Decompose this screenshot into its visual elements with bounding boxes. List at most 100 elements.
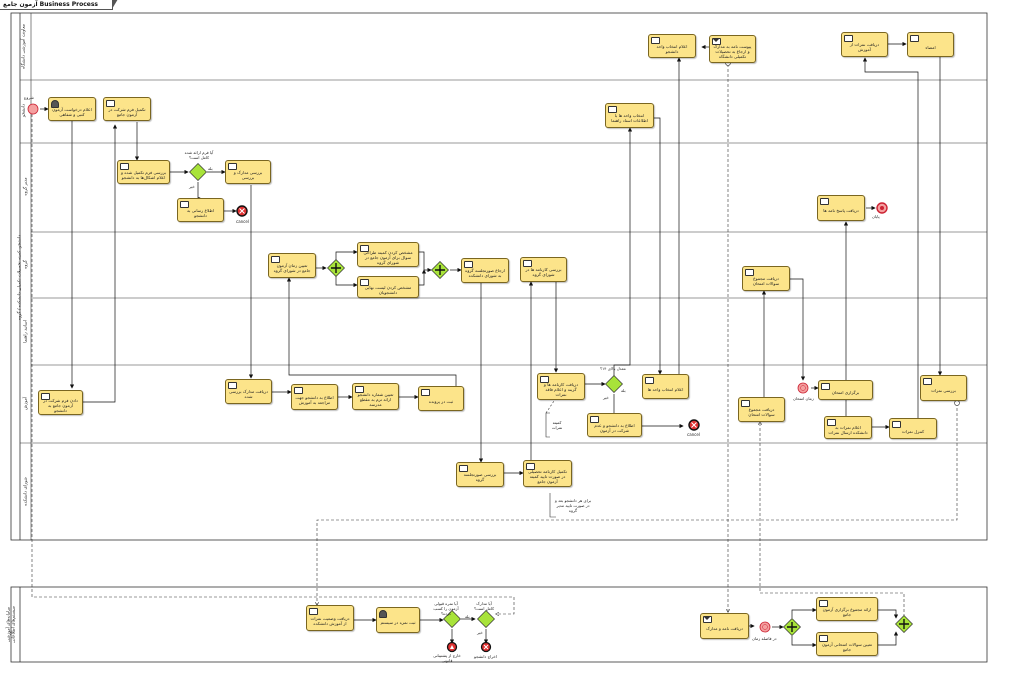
task-manager-docs[interactable]: بررسی مدارک و بررسی	[225, 160, 271, 184]
gateway-parallel-split	[327, 259, 345, 277]
task-label: تکمیل کارنامه تحصیلی در صورت تایید کمیته…	[528, 468, 567, 484]
gateway-yes-2: بله	[621, 388, 626, 393]
task-label: اطلاع رسانی به دانشجو	[186, 207, 215, 218]
task-sys-letter[interactable]: دریافت نامه و مدارک	[700, 613, 749, 639]
task-edu-questions[interactable]: دریافت مجموع سوالات امتحان	[738, 397, 785, 422]
task-select-units[interactable]: انتخاب واحد ها با اطلاعات استاد راهنما	[605, 103, 654, 128]
task-group-meeting[interactable]: بررسی کارنامه ها در شورای گروه	[520, 257, 567, 282]
task-label: بررسی صورتجلسه گروه	[463, 472, 497, 482]
task-edu-give-form[interactable]: دادن فرم شرکت در آزمون جامع به دانشجو	[38, 390, 83, 415]
task-sys-prepare[interactable]: ارائه مجموع برگزاری آزمون جامع	[816, 597, 878, 621]
annotations	[545, 397, 557, 518]
gateway-sys-docs	[477, 610, 495, 628]
sys-end-event-2	[480, 641, 492, 653]
task-label: بررسی مدارک و بررسی	[233, 169, 263, 180]
task-edu-record[interactable]: ثبت در پرونده	[418, 386, 464, 411]
cancel-label-2: cancel	[687, 432, 700, 437]
annotation-1: کمیته نمرات	[551, 420, 563, 430]
task-icon	[820, 198, 829, 205]
gateway-no-1: خیر	[189, 184, 195, 189]
gateway-sys-split	[783, 618, 801, 636]
task-edu-grade-send[interactable]: اعلام نمرات به دانشکده ارسال نمرات	[824, 416, 872, 439]
task-icon	[892, 421, 901, 428]
task-label: تعیین شماره دانشجو ارائه ترم به مقطع مدر…	[357, 391, 394, 407]
task-label: دریافت پاسخ نامه ها	[823, 208, 859, 213]
task-confirm-units[interactable]: اعلام انتخاب واحد دانشجو	[648, 34, 696, 58]
task-send-council[interactable]: ارجاع صورتجلسه گروه به شورای دانشکده	[461, 258, 509, 283]
task-icon	[819, 600, 828, 607]
task-icon	[523, 260, 532, 267]
task-council-approve[interactable]: تکمیل کارنامه تحصیلی در صورت تایید کمیته…	[523, 460, 572, 487]
task-icon	[590, 416, 599, 423]
sys-gateway-question-1: آیا نمره قبولی آزمون را کسب کرده؟	[433, 601, 459, 616]
task-label: اطلاع به دانشجو و عدم شرکت در آزمون	[594, 422, 635, 433]
task-edu-notify[interactable]: اطلاع به دانشجو جهت مراجعه به آموزش	[291, 384, 338, 410]
task-icon	[360, 279, 369, 286]
task-questions[interactable]: مشخص کردن کمیته طراحی سوال برای آزمون جا…	[357, 242, 419, 267]
task-icon	[651, 37, 660, 44]
task-schedule[interactable]: تعیین زمان آزمون جامع در شورای گروه	[268, 253, 316, 278]
user-icon	[51, 100, 59, 108]
task-label: کنترل نمرات	[901, 428, 925, 434]
message-boundary-2	[954, 400, 960, 406]
task-sign[interactable]: امضاء	[907, 32, 954, 57]
task-icon	[608, 106, 617, 113]
task-label: دریافت مجموع سوالات امتحان	[748, 407, 775, 417]
task-receive-replies[interactable]: دریافت پاسخ نامه ها	[817, 195, 865, 221]
lane-label-4: گروه	[23, 260, 29, 269]
task-icon	[355, 386, 364, 393]
task-edu-grades[interactable]: دریافت کارنامه ها و گزینه و اعلام فاقد ن…	[537, 373, 585, 400]
sequence-flows	[40, 41, 943, 648]
task-sys-questions[interactable]: تعیین سوالات امتحانی آزمون جامع	[816, 632, 878, 656]
task-edu-notice[interactable]: اطلاع به دانشجو و عدم شرکت در آزمون	[587, 413, 642, 437]
task-manager-review[interactable]: بررسی فرم تکمیل شده و اعلام اشکال‌ها به …	[117, 160, 170, 184]
gateway-question-2: معدل بالای ۱۴؟	[600, 366, 626, 371]
task-label: اعلام نمرات به دانشکده ارسال نمرات	[828, 425, 868, 435]
task-icon	[271, 256, 280, 263]
task-edu-docs[interactable]: دریافت مدارک بررسی شده	[225, 379, 272, 404]
task-edu-number[interactable]: تعیین شماره دانشجو ارائه ترم به مقطع مدر…	[352, 383, 399, 410]
task-label: اعلام انتخاب واحد ها	[647, 386, 684, 392]
task-edu-exam[interactable]: برگزاری امتحان	[818, 380, 873, 400]
task-label: دریافت مدارک بررسی شده	[229, 389, 268, 399]
task-label: بررسی نمرات	[931, 388, 956, 393]
task-label: پیوست نامه به مدارک و ارجاع به تحصیلات ت…	[713, 44, 752, 59]
task-edu-card[interactable]: اعلام انتخاب واحد ها	[642, 374, 689, 399]
task-label: اطلاع به دانشجو جهت مراجعه به آموزش	[295, 394, 334, 405]
task-edu-control[interactable]: کنترل نمرات	[889, 418, 937, 439]
lane-label-2: دانشجو	[21, 103, 27, 118]
cancel-label-1: cancel	[236, 219, 249, 224]
gateway-question-1: آیا فرم ارائه شده کامل است؟	[184, 150, 214, 160]
timer-label-1: زمان امتحان	[793, 396, 814, 401]
task-icon	[41, 393, 50, 400]
task-council-review[interactable]: بررسی صورتجلسه گروه	[456, 462, 504, 487]
task-icon	[844, 35, 853, 42]
annotation-2: برای هر دانشجو بعد و در صورت تایید مدیر …	[554, 498, 592, 513]
task-label: دریافت کارنامه ها و گزینه و اعلام فاقد ن…	[543, 381, 579, 397]
start-event	[27, 103, 39, 115]
task-reject-student[interactable]: اطلاع رسانی به دانشجو	[177, 198, 224, 222]
task-examiners[interactable]: مشخص کردن لیست نهایی دانشجویان	[357, 276, 419, 298]
task-icon	[540, 376, 549, 383]
task-get-results[interactable]: دریافت نمرات از آموزش	[841, 32, 888, 57]
timer-event-exam	[797, 382, 809, 394]
mail-icon	[703, 616, 712, 623]
task-icon	[745, 269, 754, 276]
task-label: ارائه مجموع برگزاری آزمون جامع	[822, 606, 872, 617]
task-label: دریافت نامه و مدارک	[706, 626, 743, 631]
task-student-request[interactable]: اعلام درخواست آزمون کتبی و شفاهی	[48, 97, 96, 121]
task-label: مشخص کردن کمیته طراحی سوال برای آزمون جا…	[363, 249, 413, 265]
task-label: تکمیل فرم شرکت در آزمون جامع	[108, 106, 146, 117]
task-edu-review-results[interactable]: بررسی نمرات	[920, 375, 967, 401]
task-sys-get[interactable]: دریافت وضعیت نمرات از آموزش دانشکده	[306, 605, 354, 631]
task-attach-letter[interactable]: پیوست نامه به مدارک و ارجاع به تحصیلات ت…	[709, 35, 756, 63]
task-label: دادن فرم شرکت در آزمون جامع به دانشجو	[43, 397, 78, 413]
end-event-final	[876, 202, 888, 214]
task-prepare-questions[interactable]: دریافت مجموع سوالات امتحان	[742, 266, 790, 291]
task-sys-record[interactable]: ثبت نمره در سیستم	[376, 607, 420, 633]
end-label: پایان	[872, 214, 880, 219]
cancel-end-event-2	[688, 419, 700, 431]
start-label: شروع	[24, 95, 34, 100]
task-icon	[228, 382, 237, 389]
task-submit-form[interactable]: تکمیل فرم شرکت در آزمون جامع	[103, 97, 151, 121]
